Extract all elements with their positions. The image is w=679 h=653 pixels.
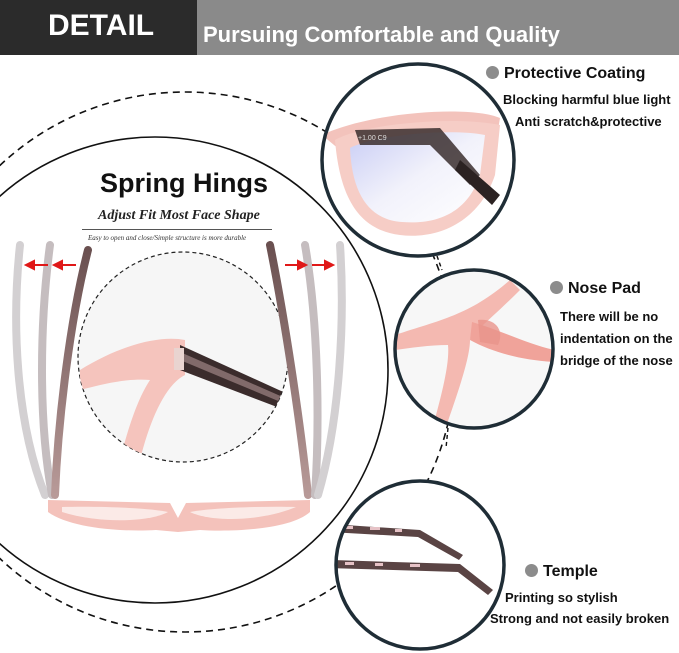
- gray-dot-icon: [550, 281, 563, 294]
- detail-circle-middle: [393, 268, 555, 430]
- feature-line: There will be no: [560, 309, 659, 324]
- gray-dot-icon: [525, 564, 538, 577]
- gray-dot-icon: [486, 66, 499, 79]
- spring-hinges-title: Spring Hings: [100, 168, 268, 198]
- nose-pad-photo: [395, 270, 553, 428]
- temple-photo: [336, 524, 493, 595]
- divider: [82, 229, 272, 230]
- feature-line: Blocking harmful blue light: [503, 92, 671, 107]
- front-frame: [48, 500, 310, 532]
- right-temples: [266, 241, 346, 499]
- detail-circle-bottom: [334, 479, 506, 651]
- header-subtitle: Pursuing Comfortable and Quality: [203, 22, 560, 47]
- header-gray-block: [197, 0, 679, 55]
- feature-title-nose-pad: Nose Pad: [550, 280, 641, 298]
- feature-line: Printing so stylish: [505, 590, 618, 605]
- feature-line: bridge of the nose: [560, 353, 673, 368]
- feature-line: indentation on the: [560, 331, 673, 346]
- spring-hinges-subtitle: Adjust Fit Most Face Shape: [98, 208, 260, 223]
- svg-text:+1.00 C9: +1.00 C9: [358, 135, 387, 142]
- spring-hinges-note: Easy to open and close/Simple structure …: [88, 234, 247, 242]
- red-arrows-icon: [23, 259, 336, 271]
- detail-circle-top: [320, 62, 516, 258]
- feature-title-protective-coating: Protective Coating: [486, 65, 645, 83]
- solid-circle: [0, 136, 389, 604]
- feature-line: Strong and not easily broken: [490, 611, 670, 626]
- left-temples: [12, 241, 92, 499]
- feature-line: Anti scratch&protective: [515, 114, 662, 129]
- feature-title-temple: Temple: [525, 563, 598, 581]
- header-dark-block: [0, 0, 197, 55]
- hinge-closeup-photo: [80, 338, 288, 460]
- protective-coating-photo: +1.00 C9: [322, 111, 500, 236]
- header-title: DETAIL: [48, 9, 155, 42]
